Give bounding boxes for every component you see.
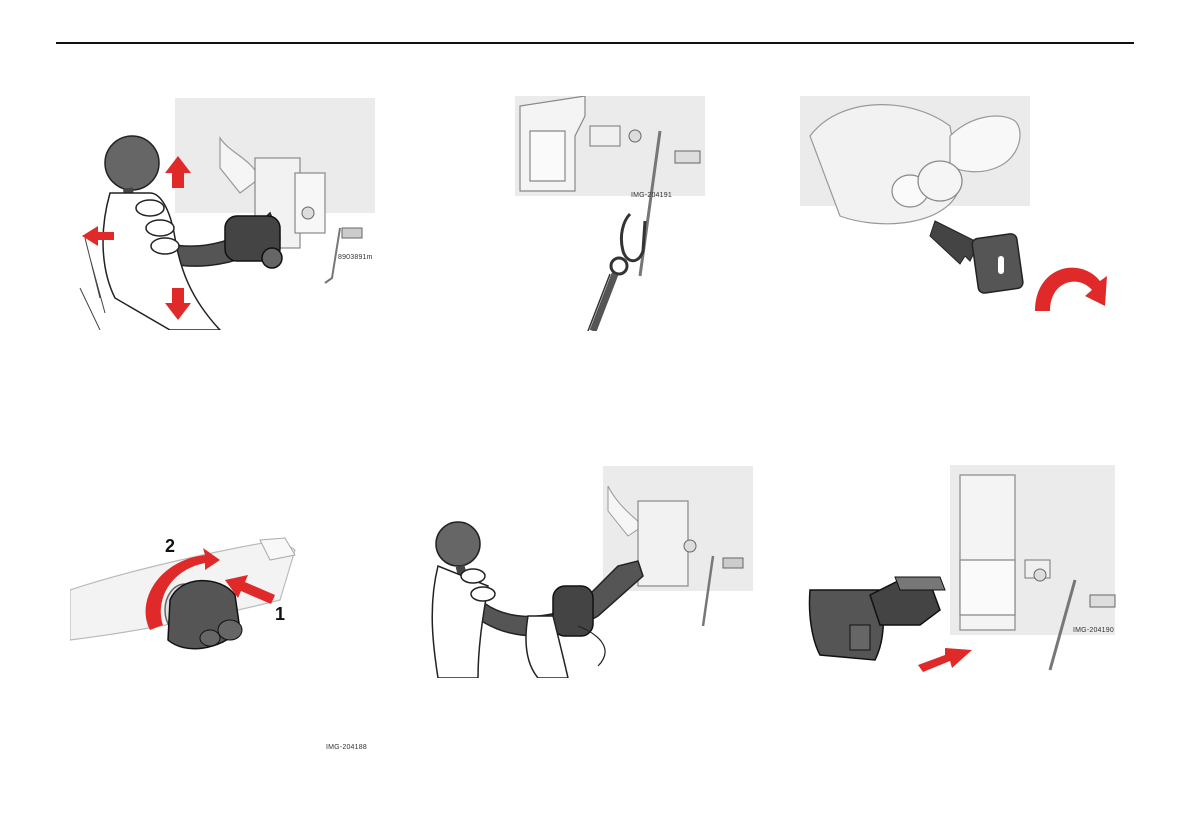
figure-code-label: IMG-204190 bbox=[1073, 627, 1114, 634]
footer-image-code: IMG-204188 bbox=[326, 744, 367, 751]
step-label-1: 1 bbox=[275, 604, 285, 624]
figure-push-rotate: 2 1 bbox=[70, 530, 310, 660]
figure-code-label: 8903891m bbox=[338, 254, 373, 261]
figure-insert-cover: IMG-204190 bbox=[800, 465, 1120, 685]
figure-safety-cable: IMG-204191 bbox=[515, 96, 705, 331]
figure-insert-towball bbox=[428, 466, 753, 678]
figure-remove-towball: 8903891m bbox=[70, 98, 375, 330]
header-rule bbox=[56, 42, 1134, 44]
figure-key-unlock bbox=[800, 96, 1130, 331]
step-label-2: 2 bbox=[165, 536, 175, 556]
figure-code-label: IMG-204191 bbox=[631, 192, 672, 199]
